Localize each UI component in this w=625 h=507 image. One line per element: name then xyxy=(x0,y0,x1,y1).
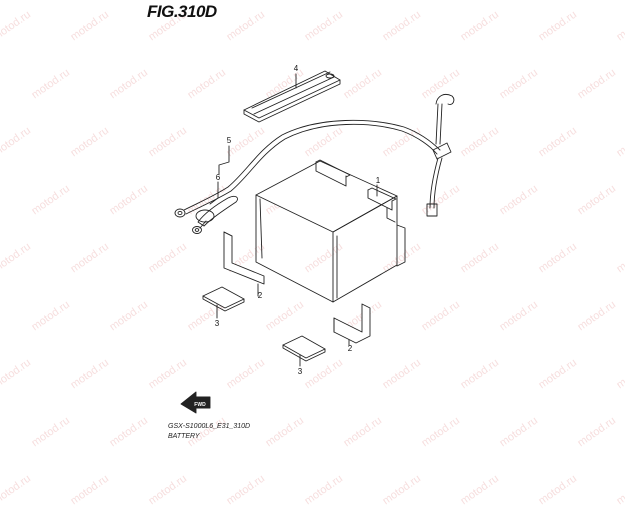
callout-holder-right: 2 xyxy=(348,344,353,353)
watermark-text: motod.ru xyxy=(536,472,579,507)
negative-lead xyxy=(426,93,455,217)
watermark-text: motod.ru xyxy=(380,472,423,507)
callout-pad-right: 3 xyxy=(298,367,303,376)
forward-arrow xyxy=(180,391,211,414)
battery-pad-left xyxy=(202,286,245,312)
model-code: GSX-S1000L6_E31_310D xyxy=(168,423,251,430)
figure-title: FIG.310D xyxy=(147,2,217,21)
battery-band xyxy=(243,70,341,123)
terminal-cap xyxy=(192,195,239,234)
battery-pad-right xyxy=(282,335,326,362)
watermark-text: motod.ru xyxy=(458,472,501,507)
watermark-text: motod.ru xyxy=(224,472,267,507)
battery-holder-right xyxy=(333,303,371,344)
callout-holder-left: 2 xyxy=(258,291,263,300)
positive-lead xyxy=(174,119,452,218)
callout-battery: 1 xyxy=(376,176,381,185)
callout-cap: 6 xyxy=(216,173,221,182)
callout-band: 4 xyxy=(294,64,299,73)
watermark-text: motod.ru xyxy=(0,472,33,507)
parts-diagram: 4 5 6 1 2 2 3 3 FWD xyxy=(174,64,455,414)
watermark-text: motod.ru xyxy=(146,472,189,507)
fwd-label: FWD xyxy=(194,402,206,408)
battery-box xyxy=(255,159,406,303)
callout-pad-left: 3 xyxy=(215,319,220,328)
callout-lead-plus: 5 xyxy=(227,136,232,145)
watermark-text: motod.ru xyxy=(614,472,625,507)
watermark-text: motod.ru xyxy=(68,472,111,507)
battery-holder-left xyxy=(223,231,265,285)
section-name: BATTERY xyxy=(168,433,200,440)
watermark-text: motod.ru xyxy=(302,472,345,507)
